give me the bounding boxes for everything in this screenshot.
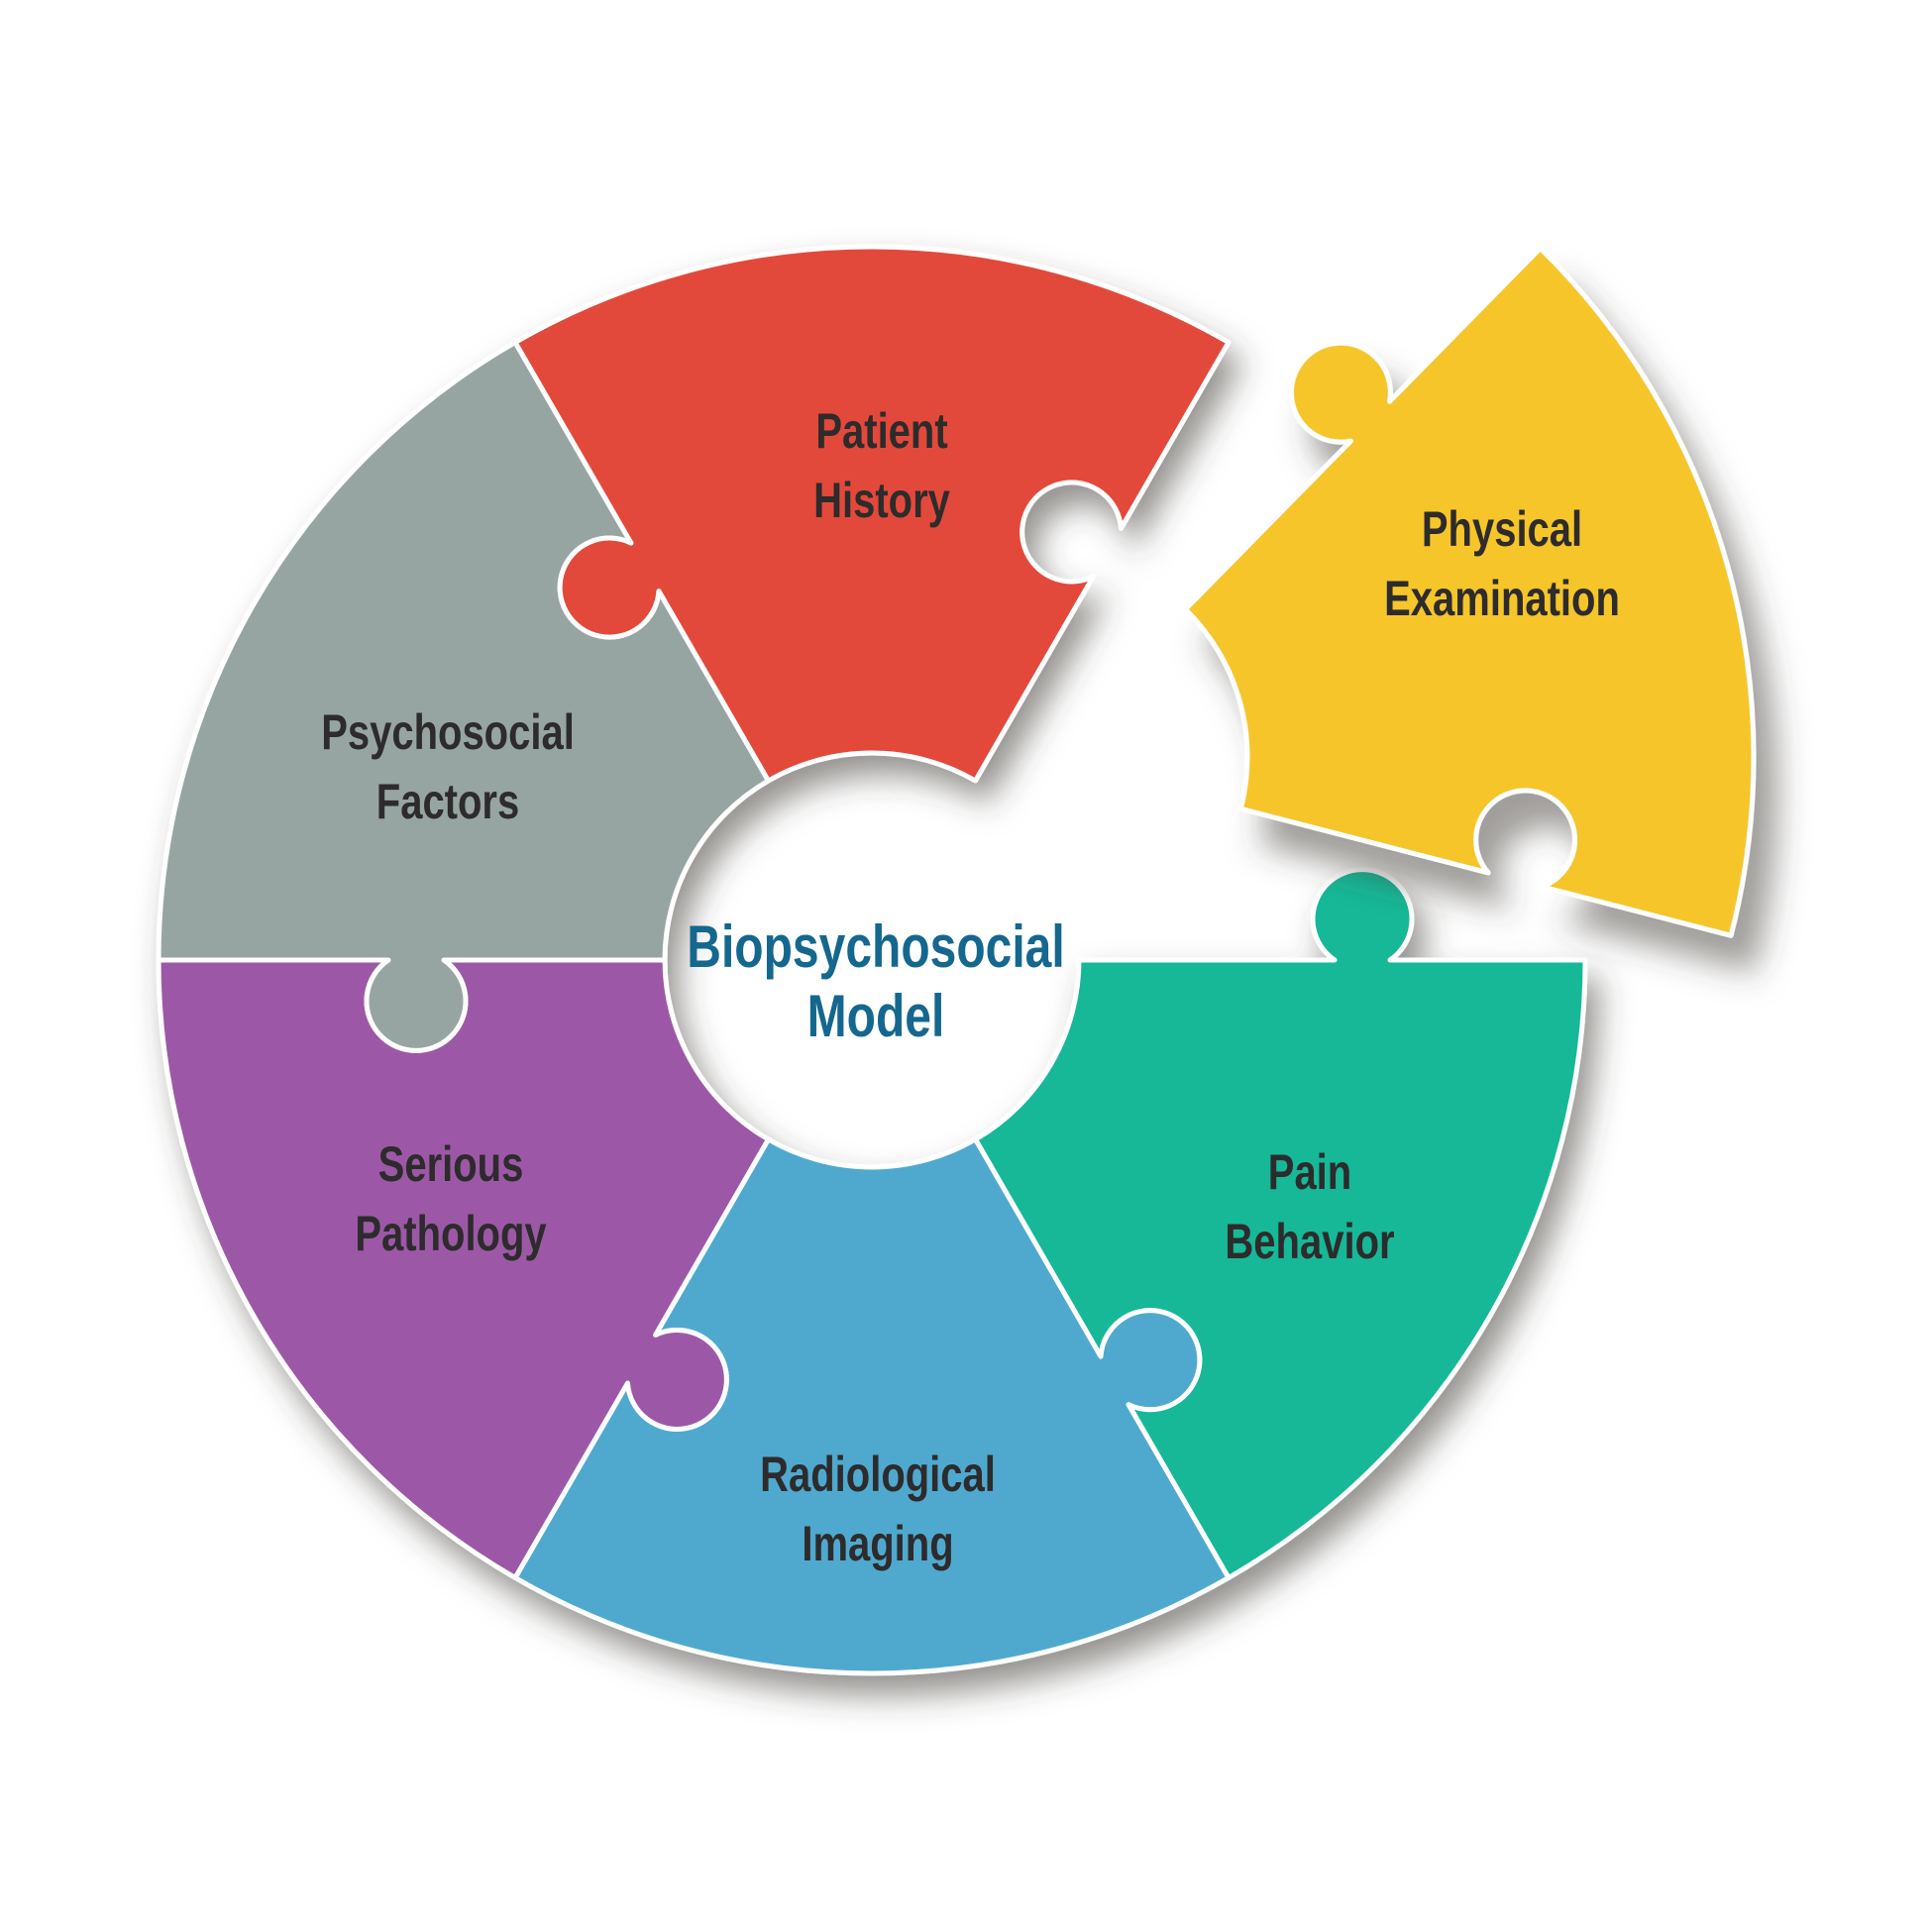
center-label-line2: Model	[807, 983, 945, 1049]
segment-physical-examination	[1182, 245, 1757, 938]
segment-label-pain-behavior-line2: Behavior	[1225, 1214, 1394, 1269]
segment-label-serious-pathology-line1: Serious	[378, 1136, 524, 1192]
center-label-line1: Biopsychosocial	[687, 913, 1064, 980]
segment-label-psychosocial-factors-line2: Factors	[376, 774, 519, 829]
segment-label-radiological-imaging-line1: Radiological	[760, 1447, 996, 1502]
segment-label-physical-examination-line2: Examination	[1384, 571, 1620, 626]
segment-label-radiological-imaging-line2: Imaging	[802, 1516, 953, 1571]
segment-label-serious-pathology-line2: Pathology	[355, 1206, 546, 1261]
segment-label-patient-history-line1: Patient	[815, 403, 947, 459]
puzzle-wheel	[156, 244, 1588, 1676]
segment-patient-history	[512, 244, 1232, 784]
detached-piece-physical-examination	[1182, 245, 1757, 938]
segment-label-physical-examination-line1: Physical	[1422, 501, 1582, 557]
segment-label-psychosocial-factors-line1: Psychosocial	[321, 704, 575, 760]
segment-label-patient-history-line2: History	[813, 473, 950, 528]
segment-labels: PainBehaviorRadiologicalImagingSeriousPa…	[321, 403, 1620, 1571]
segment-label-pain-behavior-line1: Pain	[1268, 1144, 1351, 1200]
